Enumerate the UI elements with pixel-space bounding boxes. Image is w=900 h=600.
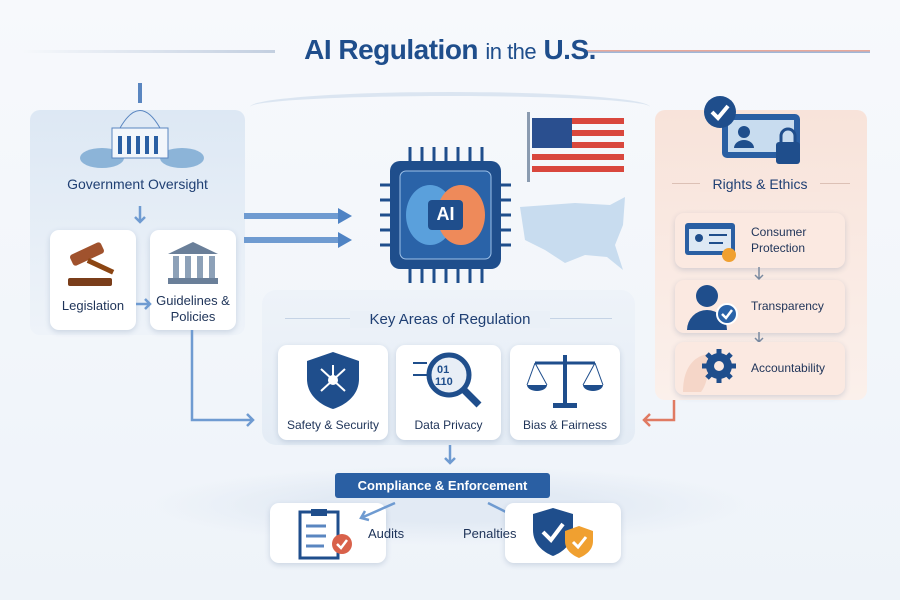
- accountability-card[interactable]: Accountability: [675, 342, 845, 395]
- svg-text:110: 110: [435, 376, 453, 388]
- page-title: AI Regulation in the U.S.: [304, 34, 596, 65]
- capitol-icon: [80, 83, 204, 168]
- transparency-card[interactable]: Transparency: [675, 280, 845, 333]
- safety-label: Safety & Security: [286, 418, 380, 432]
- us-map-icon: [520, 197, 625, 270]
- clipboard-check-icon: [298, 509, 352, 560]
- bias-label: Bias & Fairness: [522, 418, 608, 432]
- legislation-card[interactable]: Legislation: [50, 230, 136, 330]
- data-privacy-label: Data Privacy: [414, 418, 483, 432]
- government-heading: Government Oversight: [67, 176, 208, 192]
- arrow-down-icon: [444, 445, 456, 465]
- us-flag-icon: [527, 112, 624, 182]
- left-connector-arrow: [190, 330, 255, 427]
- rights-heading: Rights & Ethics: [700, 176, 820, 192]
- person-check-icon: [687, 285, 738, 330]
- rights-id-lock-icon: [704, 96, 800, 164]
- guidelines-label: Guidelines & Policies: [156, 293, 230, 324]
- top-arc: [250, 92, 650, 122]
- legislation-label: Legislation: [61, 298, 125, 313]
- key-areas-heading: Key Areas of Regulation: [350, 311, 550, 328]
- audits-label: Audits: [368, 526, 405, 541]
- guidelines-card[interactable]: Guidelines & Policies: [150, 230, 236, 330]
- title-rule-right: [585, 50, 870, 53]
- gavel-icon: [68, 242, 115, 286]
- svg-text:01: 01: [437, 364, 449, 376]
- audits-card[interactable]: Audits: [270, 503, 404, 563]
- safety-card[interactable]: Safety & Security: [278, 345, 388, 440]
- bias-card[interactable]: Bias & Fairness: [510, 345, 620, 440]
- ai-chip-label: AI: [436, 204, 455, 224]
- flow-arrows-to-ai: [244, 208, 352, 248]
- accountability-label: Accountability: [751, 361, 826, 375]
- right-connector-arrow: [642, 397, 676, 427]
- penalties-card[interactable]: Penalties: [463, 503, 621, 563]
- scales-icon: [526, 355, 604, 408]
- consumer-protection-card[interactable]: Consumer Protection: [675, 213, 845, 268]
- arrow-down-icon: [754, 267, 764, 281]
- consumer-protection-label: Consumer Protection: [751, 225, 807, 255]
- title-rule-left: [20, 50, 275, 53]
- shield-check-icon: [533, 508, 593, 558]
- shield-network-icon: [307, 352, 359, 409]
- arrow-right-icon: [136, 298, 152, 310]
- ai-chip-icon: [380, 147, 511, 283]
- arrow-down-icon: [134, 206, 146, 224]
- gear-head-icon: [683, 349, 736, 392]
- id-card-icon: [685, 223, 736, 262]
- arrow-to-audits: [359, 501, 396, 522]
- compliance-banner: Compliance & Enforcement: [335, 473, 550, 498]
- institution-icon: [168, 242, 218, 284]
- transparency-label: Transparency: [751, 299, 824, 313]
- penalties-label: Penalties: [463, 526, 517, 541]
